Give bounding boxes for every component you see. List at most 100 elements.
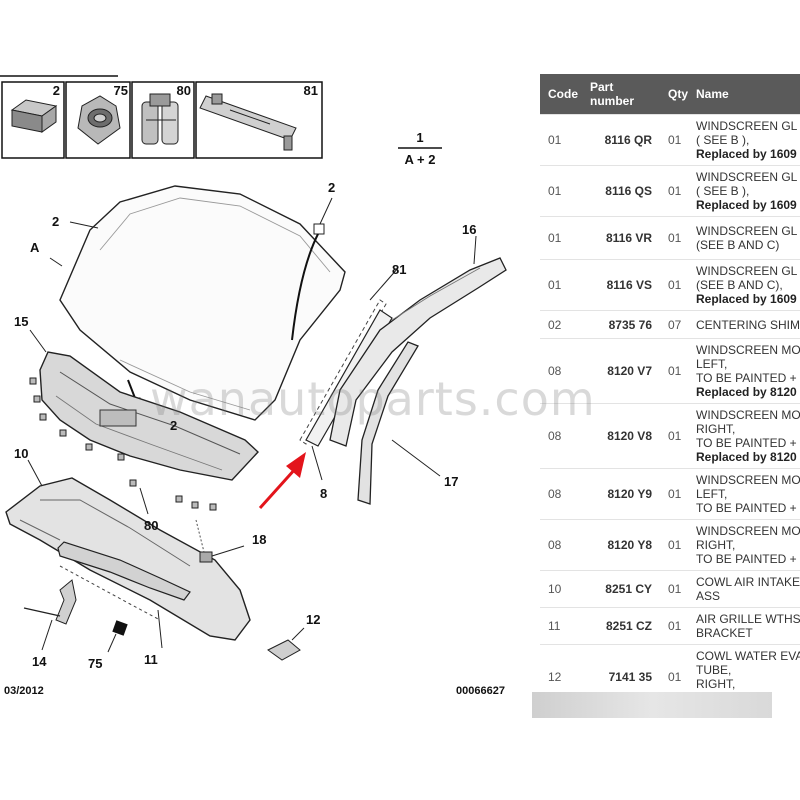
cell-qty: 01 [660, 338, 688, 404]
cell-name: WINDSCREEN GL (SEE B AND C),Replaced by … [688, 259, 800, 311]
replaced-by-note: Replaced by 1609 [696, 198, 797, 212]
cell-code: 08 [540, 338, 582, 404]
cell-part-number: 8120 Y8 [582, 519, 660, 571]
part-label-2: 2 [170, 418, 177, 433]
part-name-text: COWL AIR INTAKE ASS [696, 575, 800, 603]
cell-qty: 01 [660, 644, 688, 694]
cell-part-number: 8116 QS [582, 165, 660, 217]
part-name-text: WINDSCREEN MO RIGHT, TO BE PAINTED + [696, 524, 800, 566]
part-label-A: A [30, 240, 40, 255]
cell-code: 01 [540, 259, 582, 311]
cell-code: 12 [540, 644, 582, 694]
part-label-18: 18 [252, 532, 266, 547]
part-11-air-grille [57, 541, 191, 649]
cell-name: COWL WATER EVA TUBE, RIGHT, SEE A [688, 644, 800, 694]
part-name-text: WINDSCREEN GL (SEE B AND C), [696, 264, 798, 292]
column-header-part-number: Part number [582, 74, 660, 115]
clip-icon [141, 93, 179, 145]
cell-name: WINDSCREEN GL (SEE B AND C) [688, 216, 800, 260]
part-name-text: COWL WATER EVA TUBE, RIGHT, SEE A [696, 649, 800, 694]
cell-qty: 01 [660, 519, 688, 571]
cell-code: 11 [540, 607, 582, 645]
cell-part-number: 8120 V8 [582, 403, 660, 469]
cell-name: WINDSCREEN MO LEFT, TO BE PAINTED +Repla… [688, 338, 800, 404]
part-label-15: 15 [14, 314, 28, 329]
part-label-80: 80 [144, 518, 158, 533]
cell-name: WINDSCREEN MO RIGHT, TO BE PAINTED + [688, 519, 800, 571]
part-name-text: AIR GRILLE WTHS BRACKET [696, 612, 800, 640]
part-17-pillar-moulding [357, 341, 441, 505]
part-label-16: 16 [462, 222, 476, 237]
cell-code: 01 [540, 165, 582, 217]
parts-diagram: 2 75 80 81 1 [0, 75, 507, 697]
part-label-2: 2 [328, 180, 335, 195]
part-label-2: 2 [52, 214, 59, 229]
cell-qty: 01 [660, 259, 688, 311]
cell-name: WINDSCREEN GL ( SEE B ),Replaced by 1609 [688, 165, 800, 217]
part-name-text: WINDSCREEN GL (SEE B AND C) [696, 224, 798, 252]
legend-number-2: 2 [53, 83, 60, 98]
cell-part-number: 8251 CY [582, 570, 660, 608]
cell-code: 02 [540, 310, 582, 339]
cell-qty: 01 [660, 216, 688, 260]
cell-code: 10 [540, 570, 582, 608]
cell-name: COWL AIR INTAKE ASS [688, 570, 800, 608]
windscreen-glass [49, 185, 346, 421]
cell-name: WINDSCREEN MO RIGHT, TO BE PAINTED +Repl… [688, 403, 800, 469]
replaced-by-note: Replaced by 8120 [696, 385, 797, 399]
column-header-code: Code [540, 74, 582, 115]
part-label-17: 17 [444, 474, 458, 489]
part-18-bolt [195, 519, 245, 563]
cell-name: WINDSCREEN GL ( SEE B ),Replaced by 1609 [688, 114, 800, 166]
cell-code: 08 [540, 519, 582, 571]
centering-shim-icon [10, 99, 58, 133]
cell-part-number: 8116 VR [582, 216, 660, 260]
drawing-reference: 00066627 [456, 685, 505, 697]
cell-code: 01 [540, 114, 582, 166]
highlight-arrow [258, 452, 306, 510]
cell-code: 08 [540, 468, 582, 520]
cell-part-number: 8120 V7 [582, 338, 660, 404]
legend-number-81: 81 [304, 83, 318, 98]
part-14-bracket [23, 579, 77, 651]
cell-qty: 01 [660, 468, 688, 520]
part-name-text: WINDSCREEN MO LEFT, TO BE PAINTED + [696, 343, 800, 385]
replaced-by-note: Replaced by 8120 [696, 450, 797, 464]
cell-part-number: 8120 Y9 [582, 468, 660, 520]
part-81-clip-strip [299, 267, 399, 445]
part-name-text: WINDSCREEN GL ( SEE B ), [696, 170, 798, 198]
cell-qty: 07 [660, 310, 688, 339]
date-code: 03/2012 [4, 685, 44, 697]
cell-part-number: 8116 QR [582, 114, 660, 166]
nut-icon [77, 95, 121, 145]
cell-part-number: 8735 76 [582, 310, 660, 339]
part-name-text: WINDSCREEN MO RIGHT, TO BE PAINTED + [696, 408, 800, 450]
cell-qty: 01 [660, 114, 688, 166]
part-label-14: 14 [32, 654, 47, 669]
column-header-name: Name [688, 74, 800, 115]
table-header-row: Code Part number Qty Name [540, 74, 800, 115]
replaced-by-note: Replaced by 1609 [696, 292, 797, 306]
legend-strip: 2 75 80 81 [0, 75, 323, 159]
cell-part-number: 7141 35 [582, 644, 660, 694]
kit-formula: A + 2 [405, 152, 436, 167]
part-10-cowl-air-intake [5, 459, 251, 641]
cell-code: 01 [540, 216, 582, 260]
cell-code: 08 [540, 403, 582, 469]
long-clip-icon [199, 93, 297, 151]
replaced-by-note: Replaced by 1609 [696, 147, 797, 161]
cowl-fixing-clips [29, 377, 217, 511]
